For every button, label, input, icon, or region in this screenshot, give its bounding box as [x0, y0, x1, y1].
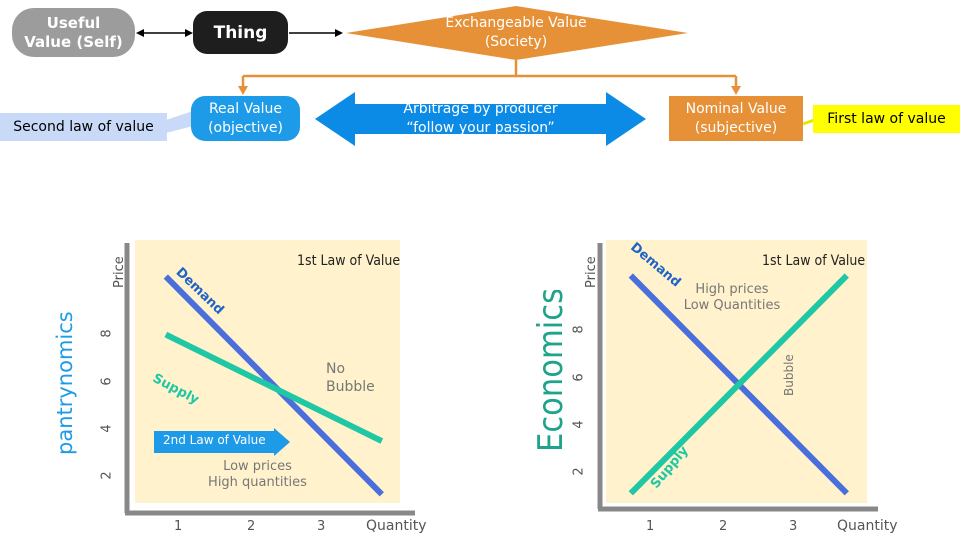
first-law-pointer — [802, 118, 815, 126]
high-prices-annotation: High prices Low Quantities — [668, 282, 796, 314]
nominal-value-line2: (subjective) — [694, 119, 778, 136]
left-ytick-6: 6 — [99, 377, 115, 386]
useful-value-line2: Value (Self) — [24, 32, 123, 51]
thing-label: Thing — [213, 22, 268, 43]
arbitrage-line2: “follow your passion” — [406, 120, 555, 136]
second-law-pointer — [166, 111, 193, 133]
right-xtick-2: 2 — [719, 519, 728, 534]
left-ytick-2: 2 — [99, 471, 115, 480]
right-chart-svg — [597, 243, 878, 512]
real-value-line2: (objective) — [208, 119, 283, 136]
exchangeable-value-line1: Exchangeable Value — [445, 15, 587, 31]
second-law-text: Second law of value — [13, 119, 154, 135]
left-chart-svg — [124, 243, 415, 516]
high-prices-line2: Low Quantities — [683, 298, 781, 313]
left-y-label: Price — [112, 256, 127, 288]
exchangeable-value-line2: (Society) — [484, 34, 548, 50]
pantrynomics-brand: pantrynomics — [48, 311, 78, 485]
exchangeable-value-diamond — [346, 6, 688, 60]
right-xtick-3: 3 — [789, 519, 798, 534]
useful-value-node: Useful Value (Self) — [12, 8, 135, 57]
arrowhead-left — [136, 29, 144, 37]
left-supply-line — [164, 331, 384, 444]
right-chart-title: 1st Law of Value — [762, 253, 866, 269]
right-y-label: Price — [584, 256, 599, 288]
left-ytick-4: 4 — [99, 424, 115, 433]
left-xtick-1: 1 — [174, 519, 183, 534]
exchangeable-value-label: Exchangeable Value (Society) — [416, 14, 616, 52]
right-x-label: Quantity — [837, 518, 898, 534]
arrowhead-right — [185, 29, 193, 37]
low-prices-line1: Low prices — [223, 459, 292, 474]
first-law-callout: First law of value — [813, 105, 960, 133]
right-ytick-4: 4 — [571, 420, 587, 429]
nominal-value-line1: Nominal Value — [685, 100, 787, 117]
branch-arrow-real — [238, 86, 248, 95]
low-prices-line2: High quantities — [208, 475, 307, 490]
second-law-arrow — [154, 428, 290, 456]
high-prices-line1: High prices — [695, 282, 769, 297]
pantrynomics-logo: pantrynomics — [53, 311, 77, 455]
no-bubble-line2: Bubble — [326, 379, 375, 395]
real-value-line1: Real Value — [208, 100, 283, 117]
left-xtick-2: 2 — [247, 519, 256, 534]
left-xtick-3: 3 — [317, 519, 326, 534]
low-prices-annotation: Low prices High quantities — [190, 459, 325, 491]
right-ytick-8: 8 — [571, 325, 587, 334]
pantrynomics-text: pantrynomics — [53, 311, 77, 455]
arbitrage-label: Arbitrage by producer “follow your passi… — [355, 100, 606, 138]
first-law-text: First law of value — [827, 111, 946, 127]
useful-value-line1: Useful — [46, 13, 101, 32]
arbitrage-arrow — [315, 92, 646, 146]
right-supply-line — [628, 273, 849, 496]
thing-node: Thing — [193, 11, 288, 54]
left-chart-panel — [135, 240, 400, 503]
right-ytick-6: 6 — [571, 373, 587, 382]
branch-arrow-nominal — [731, 86, 741, 95]
right-xtick-1: 1 — [646, 519, 655, 534]
bubble-annotation: Bubble — [782, 354, 796, 396]
nominal-value-node: Nominal Value (subjective) — [669, 96, 803, 141]
no-bubble-line1: No — [326, 361, 346, 377]
second-law-callout: Second law of value — [0, 113, 167, 141]
left-ytick-8: 8 — [99, 329, 115, 338]
second-law-arrow-label: 2nd Law of Value — [163, 433, 266, 447]
no-bubble-annotation: No Bubble — [326, 360, 375, 396]
arbitrage-line1: Arbitrage by producer — [403, 101, 558, 117]
economics-brand: Economics — [531, 290, 570, 452]
top-connectors — [136, 6, 815, 146]
left-x-label: Quantity — [366, 518, 427, 534]
arrowhead-exchange — [335, 29, 343, 37]
real-value-node: Real Value (objective) — [191, 96, 300, 141]
right-ytick-2: 2 — [571, 467, 587, 476]
left-chart-title: 1st Law of Value — [297, 253, 401, 269]
economics-text: Economics — [531, 290, 570, 452]
right-chart-panel — [606, 240, 867, 503]
